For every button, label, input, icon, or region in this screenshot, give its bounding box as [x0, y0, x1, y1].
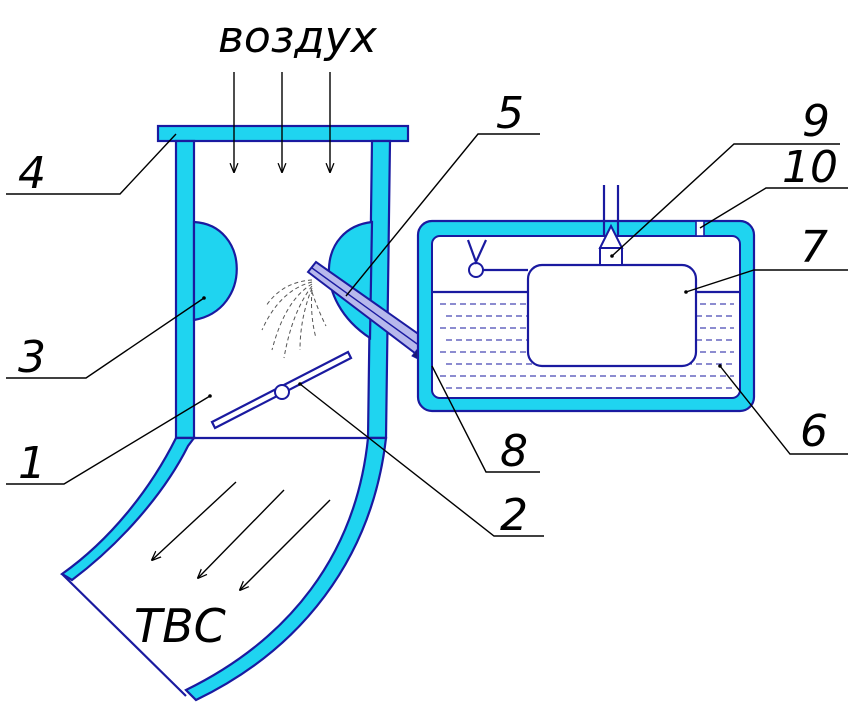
mixture-flow-arrows [152, 481, 331, 590]
outlet-elbow [59, 436, 388, 702]
label-2: 2 [500, 490, 528, 541]
label-1: 1 [18, 438, 46, 489]
label-10: 10 [782, 142, 838, 193]
label-5: 5 [496, 88, 524, 139]
throttle-valve [210, 350, 353, 430]
left-wall [174, 139, 196, 440]
label-9: 9 [802, 96, 830, 147]
float-pivot [468, 262, 484, 278]
venturi-left [192, 220, 238, 322]
needle-tip [598, 223, 624, 249]
fuel-spray [261, 279, 327, 359]
elbow-outer-wall [184, 436, 388, 702]
elbow-wall [59, 436, 197, 582]
label-3: 3 [18, 332, 46, 383]
mixture-arrow [152, 481, 237, 560]
needle-valve [598, 185, 624, 266]
label-8: 8 [500, 426, 528, 477]
vent-hole [695, 220, 705, 237]
label-7: 7 [800, 222, 828, 273]
label-6: 6 [800, 406, 828, 457]
air-caption: воздух [218, 12, 378, 63]
throttle-axis [274, 384, 290, 400]
mixture-caption: ТВС [134, 599, 226, 653]
label-4: 4 [18, 148, 46, 199]
leader-lines [6, 133, 848, 537]
float [466, 239, 698, 368]
mixture-arrow [240, 499, 331, 590]
flange [156, 124, 410, 143]
mixture-arrow [198, 489, 285, 578]
elbow-outlet [61, 573, 187, 697]
float-body [526, 263, 698, 368]
air-flow-arrows [234, 72, 330, 172]
